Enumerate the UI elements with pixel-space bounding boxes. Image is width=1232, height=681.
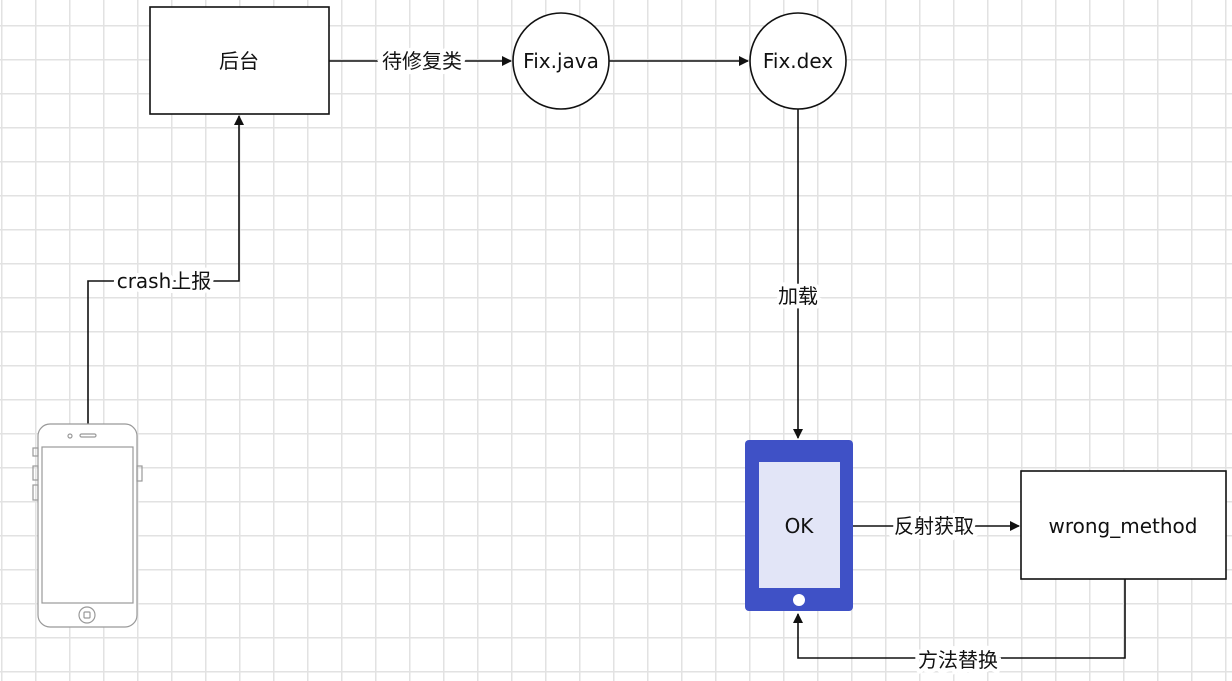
fix-java-label: Fix.java [523,49,599,73]
edge-crash-report [87,115,244,435]
wrong-method-label: wrong_method [1049,514,1198,538]
method-replace-label: 方法替换 [918,648,998,672]
backend-label: 后台 [219,49,259,73]
crash-report-label: crash上报 [117,269,212,293]
home-button-icon [793,594,805,606]
load-label: 加载 [778,284,818,308]
backend-node[interactable] [149,6,330,115]
tablet-device-node[interactable] [745,440,853,611]
reflect-get-label: 反射获取 [894,514,974,538]
fix-dex-label: Fix.dex [763,49,833,73]
edge-method-replace [793,579,1126,659]
pending-fix-class-label: 待修复类 [382,49,462,73]
wrong-method-node[interactable] [1020,470,1227,580]
device-ok-label: OK [785,514,815,538]
fix-java-node[interactable] [512,12,610,110]
fix-dex-node[interactable] [749,12,847,110]
phone-icon[interactable] [32,423,143,628]
